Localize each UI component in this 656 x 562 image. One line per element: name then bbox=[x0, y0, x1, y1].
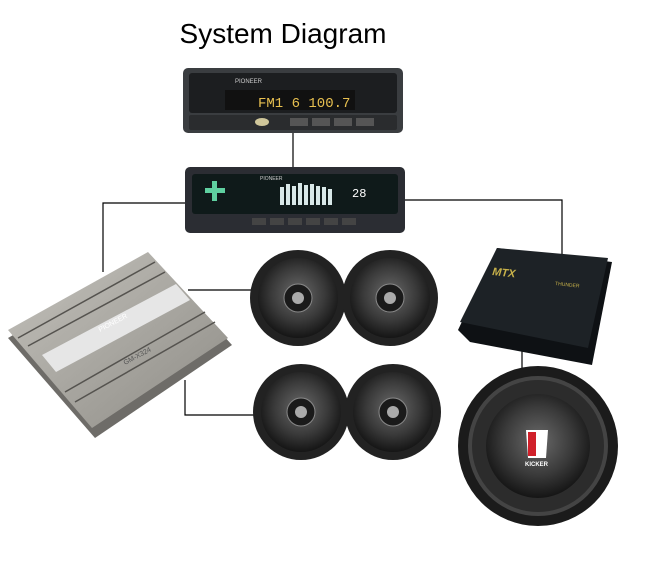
speakers bbox=[250, 250, 441, 460]
wire-amp-to-rear-speakers bbox=[184, 380, 255, 416]
wire-headunit-to-subamp bbox=[405, 199, 563, 260]
diagram-title: System Diagram bbox=[179, 18, 387, 49]
display-number: 28 bbox=[352, 187, 366, 201]
subwoofer-amplifier: MTX THUNDER bbox=[458, 248, 612, 365]
subwoofer: KICKER bbox=[458, 366, 618, 526]
brand-logo: PIONEER bbox=[235, 79, 263, 85]
brand-logo: PIONEER bbox=[260, 176, 283, 182]
speaker-rear-right bbox=[345, 364, 441, 460]
wiring bbox=[102, 133, 563, 416]
speaker-rear-left bbox=[253, 364, 349, 460]
radio-display: FM1 6 100.7 bbox=[258, 96, 350, 112]
speaker-front-left bbox=[250, 250, 346, 346]
head-unit: 28 PIONEER bbox=[185, 167, 405, 233]
four-channel-amplifier: PIONEER GM-X324 bbox=[8, 252, 232, 438]
model-label: THUNDER bbox=[555, 281, 580, 290]
brand-logo: MTX bbox=[492, 266, 517, 280]
cd-receiver: FM1 6 100.7 PIONEER bbox=[183, 68, 403, 133]
wire-headunit-to-amp bbox=[102, 202, 185, 272]
brand-logo: KICKER bbox=[525, 462, 549, 468]
speaker-front-right bbox=[342, 250, 438, 346]
